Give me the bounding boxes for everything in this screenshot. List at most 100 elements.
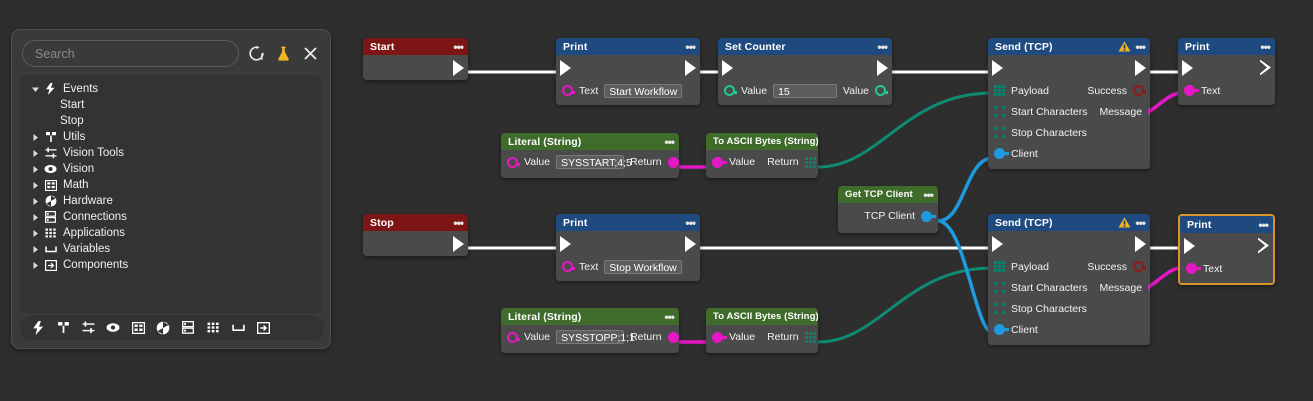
port-value-input[interactable] [712,156,727,168]
node-ascii-bytes-stop[interactable]: To ASCII Bytes (String) ••• Value Return [706,308,818,353]
port-payload-input[interactable] [994,261,1005,272]
node-palette-panel[interactable]: Search [11,29,331,349]
text-value-field[interactable]: Stop Workflow [604,259,682,274]
flask-icon[interactable] [273,44,293,64]
node-header[interactable]: Literal (String) ••• [501,133,679,150]
node-send-tcp-bottom[interactable]: Send (TCP) ••• Payload Success [988,214,1150,345]
node-literal-stop[interactable]: Literal (String) ••• Value SYSSTOPP;1;1 … [501,308,679,353]
node-header[interactable]: Stop ••• [363,214,468,231]
port-success-output[interactable] [1133,261,1146,272]
node-menu-icon[interactable]: ••• [1258,217,1269,232]
warning-icon[interactable] [1118,41,1131,52]
exec-in-port[interactable] [992,59,1003,76]
node-header[interactable]: Print ••• [1180,216,1273,233]
port-text-input[interactable] [1186,263,1201,274]
node-menu-icon[interactable]: ••• [685,39,696,54]
tree-item-utils[interactable]: Utils [20,129,322,145]
node-stop[interactable]: Stop ••• [363,214,468,256]
calculator-icon[interactable] [130,320,146,336]
node-menu-icon[interactable]: ••• [664,309,675,324]
chevron-right-icon[interactable] [28,163,42,175]
exec-in-port[interactable] [560,59,571,76]
node-header[interactable]: Get TCP Client ••• [838,186,938,203]
port-value-input[interactable] [507,156,520,168]
tree-item-stop[interactable]: Stop [20,113,322,129]
node-set-counter[interactable]: Set Counter ••• Value 15 Value [718,38,892,105]
literal-value-field[interactable]: SYSSTART;4;5 [556,155,632,169]
port-text-input[interactable] [562,85,575,96]
chevron-right-icon[interactable] [28,259,42,271]
node-menu-icon[interactable]: ••• [877,39,888,54]
palette-toolbar[interactable] [20,315,324,340]
close-icon[interactable] [300,44,320,64]
refresh-alert-icon[interactable] [246,44,266,64]
tree-item-start[interactable]: Start [20,97,322,113]
exec-out-port[interactable] [877,59,888,76]
node-header[interactable]: Start ••• [363,38,468,55]
tree-item-variables[interactable]: Variables [20,241,322,257]
node-print-top-right[interactable]: Print ••• Text [1178,38,1275,105]
port-stop-characters-input[interactable] [994,127,1005,138]
node-start[interactable]: Start ••• [363,38,468,80]
port-return-output[interactable] [667,331,679,343]
exec-in-port[interactable] [1184,237,1195,254]
port-message-output[interactable] [1148,282,1150,293]
exec-out-port[interactable] [685,235,696,252]
port-value-output[interactable] [875,85,888,96]
aperture-icon[interactable] [155,320,171,336]
chevron-right-icon[interactable] [28,195,42,207]
exec-in-port[interactable] [1182,59,1193,76]
node-menu-icon[interactable]: ••• [923,187,934,202]
server-icon[interactable] [180,320,196,336]
exec-out-port[interactable] [453,235,464,252]
node-menu-icon[interactable]: ••• [664,134,675,149]
tree-item-components[interactable]: Components [20,257,322,273]
node-ascii-bytes-start[interactable]: To ASCII Bytes (String) ••• Value Return [706,133,818,178]
exec-out-port[interactable] [1135,235,1146,252]
node-menu-icon[interactable]: ••• [1135,39,1146,54]
node-menu-icon[interactable]: ••• [453,39,464,54]
chevron-down-icon[interactable] [28,83,42,95]
value-field[interactable]: 15 [773,83,837,98]
tree-item-events[interactable]: Events [20,81,322,97]
node-get-tcp-client[interactable]: Get TCP Client ••• TCP Client [838,186,938,233]
node-print-stop[interactable]: Print ••• Text Stop Workflow [556,214,700,281]
node-menu-icon[interactable]: ••• [1135,215,1146,230]
port-client-input[interactable] [994,148,1009,159]
node-header[interactable]: Send (TCP) ••• [988,214,1150,231]
port-text-input[interactable] [1184,85,1199,96]
import-icon[interactable] [255,320,271,336]
bolt-icon[interactable] [30,320,46,336]
node-header[interactable]: To ASCII Bytes (String) ••• [706,133,818,150]
exec-in-port[interactable] [722,59,733,76]
port-return-output[interactable] [804,156,816,168]
node-menu-icon[interactable]: ••• [685,215,696,230]
node-send-tcp-top[interactable]: Send (TCP) ••• Payload Success [988,38,1150,169]
exec-in-port[interactable] [992,235,1003,252]
chevron-right-icon[interactable] [28,131,42,143]
port-payload-input[interactable] [994,85,1005,96]
literal-value-field[interactable]: SYSSTOPP;1;1 [556,330,635,344]
warning-icon[interactable] [1118,217,1131,228]
tree-item-vision[interactable]: Vision [20,161,322,177]
chevron-right-icon[interactable] [28,243,42,255]
port-client-input[interactable] [994,324,1009,335]
tree-item-vision-tools[interactable]: Vision Tools [20,145,322,161]
chevron-right-icon[interactable] [28,147,42,159]
chevron-right-icon[interactable] [28,211,42,223]
search-input[interactable]: Search [22,40,239,67]
port-stop-characters-input[interactable] [994,303,1005,314]
port-return-output[interactable] [667,156,679,168]
port-text-input[interactable] [562,261,575,272]
exec-out-port[interactable] [1258,238,1269,254]
node-header[interactable]: Print ••• [556,214,700,231]
tools-icon[interactable] [55,320,71,336]
port-tcp-client-output[interactable] [921,210,936,222]
node-menu-icon[interactable]: ••• [1260,39,1271,54]
chevron-right-icon[interactable] [28,179,42,191]
chevron-right-icon[interactable] [28,227,42,239]
port-start-characters-input[interactable] [994,106,1005,117]
tree-item-connections[interactable]: Connections [20,209,322,225]
port-value-input[interactable] [724,85,737,96]
